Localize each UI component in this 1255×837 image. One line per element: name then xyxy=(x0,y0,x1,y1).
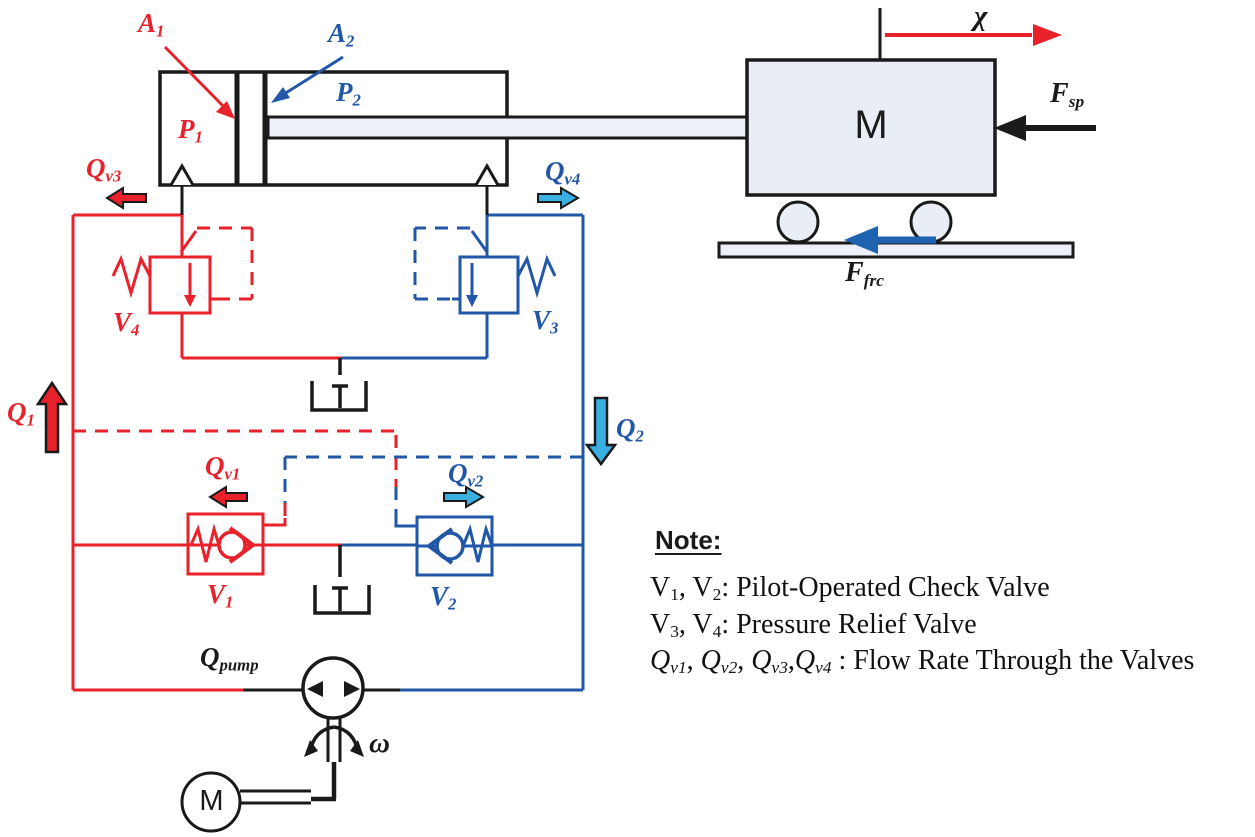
port-right xyxy=(474,163,500,186)
mass-letter: M xyxy=(854,103,888,147)
label-qv2: Qv2 xyxy=(448,458,484,491)
label-a2: A2 xyxy=(328,18,355,51)
note-title: Note: xyxy=(655,525,722,555)
label-q1: Q1 xyxy=(7,397,35,430)
q1-flow-arrow xyxy=(35,380,69,454)
qv4-flow-arrow xyxy=(537,186,580,210)
a1-pointer-arrow xyxy=(163,45,235,119)
tank-symbol-lower xyxy=(313,545,371,615)
label-v4: V4 xyxy=(113,307,140,340)
note-line-flow-rates: Qv1, Qv2, Qv3,Qv4 : Flow Rate Through th… xyxy=(650,645,1195,677)
label-a1: A1 xyxy=(138,8,165,41)
label-v1: V1 xyxy=(207,579,234,612)
ground-plate xyxy=(717,241,1075,259)
label-chi: χ xyxy=(974,0,988,32)
ffrc-friction-arrow xyxy=(844,226,936,254)
label-qpump: Qpump xyxy=(200,642,259,675)
relief-valve-v3 xyxy=(413,226,557,315)
note-line-check-valves: V1, V2: Pilot-Operated Check Valve xyxy=(650,572,1050,604)
check-valve-v1 xyxy=(186,512,285,576)
port-left xyxy=(169,163,195,186)
relief-valve-v4 xyxy=(111,226,254,315)
piston-rod xyxy=(266,115,752,140)
label-fsp: Fsp xyxy=(1050,78,1085,111)
motor-letter: M xyxy=(199,785,224,817)
label-omega: ω xyxy=(369,727,390,759)
label-p1: P1 xyxy=(178,114,203,147)
label-v2: V2 xyxy=(430,581,457,614)
motor-symbol xyxy=(180,762,337,833)
label-q2: Q2 xyxy=(616,413,644,446)
qv1-flow-arrow xyxy=(208,485,248,509)
check-valve-v2 xyxy=(415,515,494,577)
qv2-flow-arrow xyxy=(443,485,485,509)
wheel-left xyxy=(776,200,820,244)
label-v3: V3 xyxy=(532,305,559,338)
mass-block xyxy=(717,8,1075,259)
hydraulic-cylinder xyxy=(158,70,752,215)
a2-pointer-arrow xyxy=(271,55,344,103)
qv3-flow-arrow xyxy=(105,186,147,210)
pump-symbol xyxy=(243,656,400,762)
wheel-right xyxy=(909,200,953,244)
label-ffrc: Ffrc xyxy=(845,257,884,290)
note-line-relief-valves: V3, V4: Pressure Relief Valve xyxy=(650,609,977,641)
label-qv3: Qv3 xyxy=(86,153,122,186)
fsp-force-arrow xyxy=(994,115,1096,141)
label-qv1: Qv1 xyxy=(205,451,241,484)
label-qv4: Qv4 xyxy=(545,156,581,189)
chi-displacement-arrow xyxy=(885,24,1062,46)
label-p2: P2 xyxy=(336,77,361,110)
tank-symbol-upper xyxy=(310,358,368,412)
q2-flow-arrow xyxy=(584,396,618,467)
